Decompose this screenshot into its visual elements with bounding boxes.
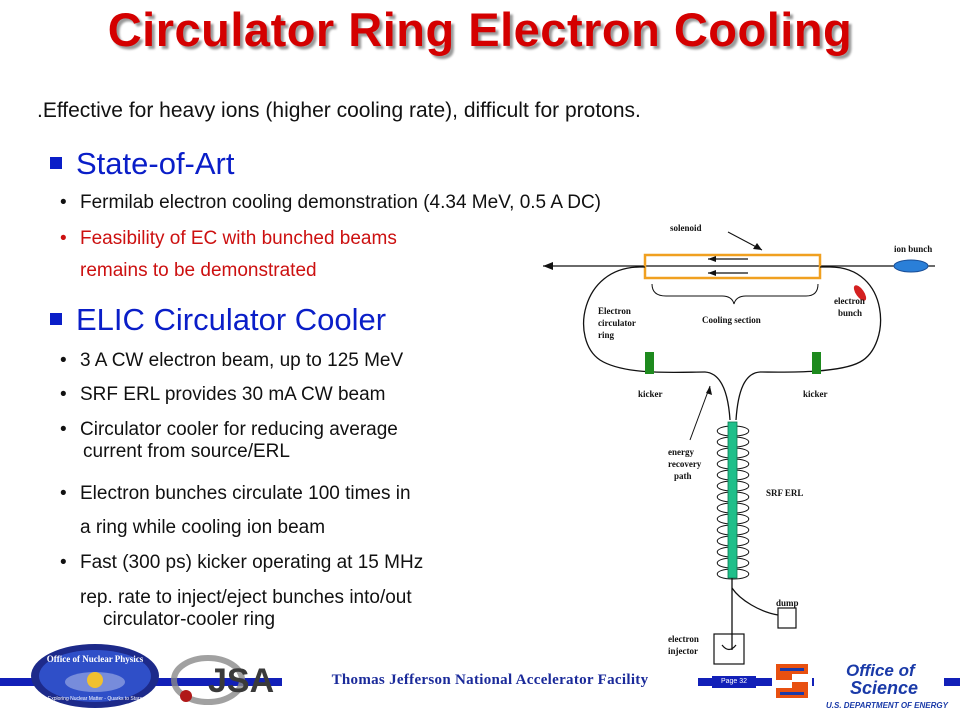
injector-box <box>713 633 745 665</box>
label-cooling-section: Cooling section <box>702 315 761 325</box>
section-heading-state-of-art: State-of-Art <box>50 146 235 182</box>
beam-arrow-icon <box>543 262 553 270</box>
arrow-icon <box>708 270 716 276</box>
intro-text: .Effective for heavy ions (higher coolin… <box>37 99 641 122</box>
dump-box <box>777 607 797 629</box>
arrow-icon <box>708 256 716 262</box>
label-dump: dump <box>776 598 799 608</box>
label-electron-bunch: bunch <box>838 308 862 318</box>
label-kicker-right: kicker <box>803 389 828 399</box>
ion-bunch-shape <box>893 259 929 273</box>
injector-cathode <box>721 644 737 651</box>
section-heading-elic: ELIC Circulator Cooler <box>50 302 386 338</box>
arrow-icon <box>753 243 762 250</box>
electron-bunch-shape <box>853 285 867 301</box>
label-solenoid: solenoid <box>670 223 702 233</box>
bullet-item: •SRF ERL provides 30 mA CW beam <box>60 384 386 405</box>
label-circulator-ring: circulator <box>598 318 636 328</box>
svg-text:Exploring Nuclear Matter - Qua: Exploring Nuclear Matter - Quarks to Sta… <box>48 696 143 702</box>
label-electron-bunch: electron <box>834 296 865 306</box>
label-kicker-left: kicker <box>638 389 663 399</box>
slide-title: Circulator Ring Electron Cooling <box>107 3 853 56</box>
bullet-item: •Fermilab electron cooling demonstration… <box>60 192 602 213</box>
office-of-science-logo: Office of Science U.S. DEPARTMENT OF ENE… <box>772 656 949 710</box>
bullet-item: •Fast (300 ps) kicker operating at 15 MH… <box>60 552 424 573</box>
label-circulator-ring: Electron <box>598 306 631 316</box>
label-ion-bunch: ion bunch <box>894 244 932 254</box>
label-circulator-ring: ring <box>598 330 615 340</box>
bullet-continuation: remains to be demonstrated <box>80 260 317 281</box>
svg-text:U.S. DEPARTMENT OF ENERGY: U.S. DEPARTMENT OF ENERGY <box>826 701 949 710</box>
erl-coil-loop <box>716 568 750 580</box>
erl-pointer <box>689 385 711 441</box>
kicker-right <box>812 352 821 374</box>
label-electron-injector: electron <box>668 634 699 644</box>
merge-left <box>704 371 731 421</box>
cooling-brace <box>651 283 819 305</box>
svg-text:Office of Nuclear Physics: Office of Nuclear Physics <box>47 654 144 664</box>
label-energy-recovery: path <box>674 471 692 481</box>
nuclear-physics-logo: Office of Nuclear Physics Exploring Nucl… <box>31 644 159 708</box>
label-electron-injector: injector <box>668 646 698 656</box>
arrow-icon <box>706 386 712 395</box>
bullet-continuation: rep. rate to inject/eject bunches into/o… <box>80 587 412 630</box>
svg-text:Office of: Office of <box>846 661 917 680</box>
label-energy-recovery: recovery <box>668 459 702 469</box>
bullet-item: •Feasibility of EC with bunched beams <box>60 228 397 249</box>
kicker-left <box>645 352 654 374</box>
footer-text: Thomas Jefferson National Accelerator Fa… <box>282 669 698 691</box>
ring-right-path <box>759 266 882 373</box>
jsa-logo: JSA <box>171 655 274 705</box>
bullet-item: •Electron bunches circulate 100 times in <box>60 483 411 504</box>
svg-text:JSA: JSA <box>208 662 274 700</box>
square-bullet-icon <box>50 312 62 325</box>
label-srf-erl: SRF ERL <box>766 488 803 498</box>
srf-erl-cavity <box>727 421 738 579</box>
svg-text:Science: Science <box>850 678 918 698</box>
merge-right <box>735 371 761 421</box>
page-number: Page 32 <box>712 676 756 688</box>
ring-left-path <box>582 266 706 374</box>
dump-line <box>731 587 779 616</box>
bullet-item: •3 A CW electron beam, up to 125 MeV <box>60 350 404 371</box>
square-bullet-icon <box>50 156 62 169</box>
heading-text: State-of-Art <box>76 146 235 181</box>
label-energy-recovery: energy <box>668 447 694 457</box>
heading-text: ELIC Circulator Cooler <box>76 302 387 337</box>
bullet-continuation: a ring while cooling ion beam <box>80 517 326 538</box>
